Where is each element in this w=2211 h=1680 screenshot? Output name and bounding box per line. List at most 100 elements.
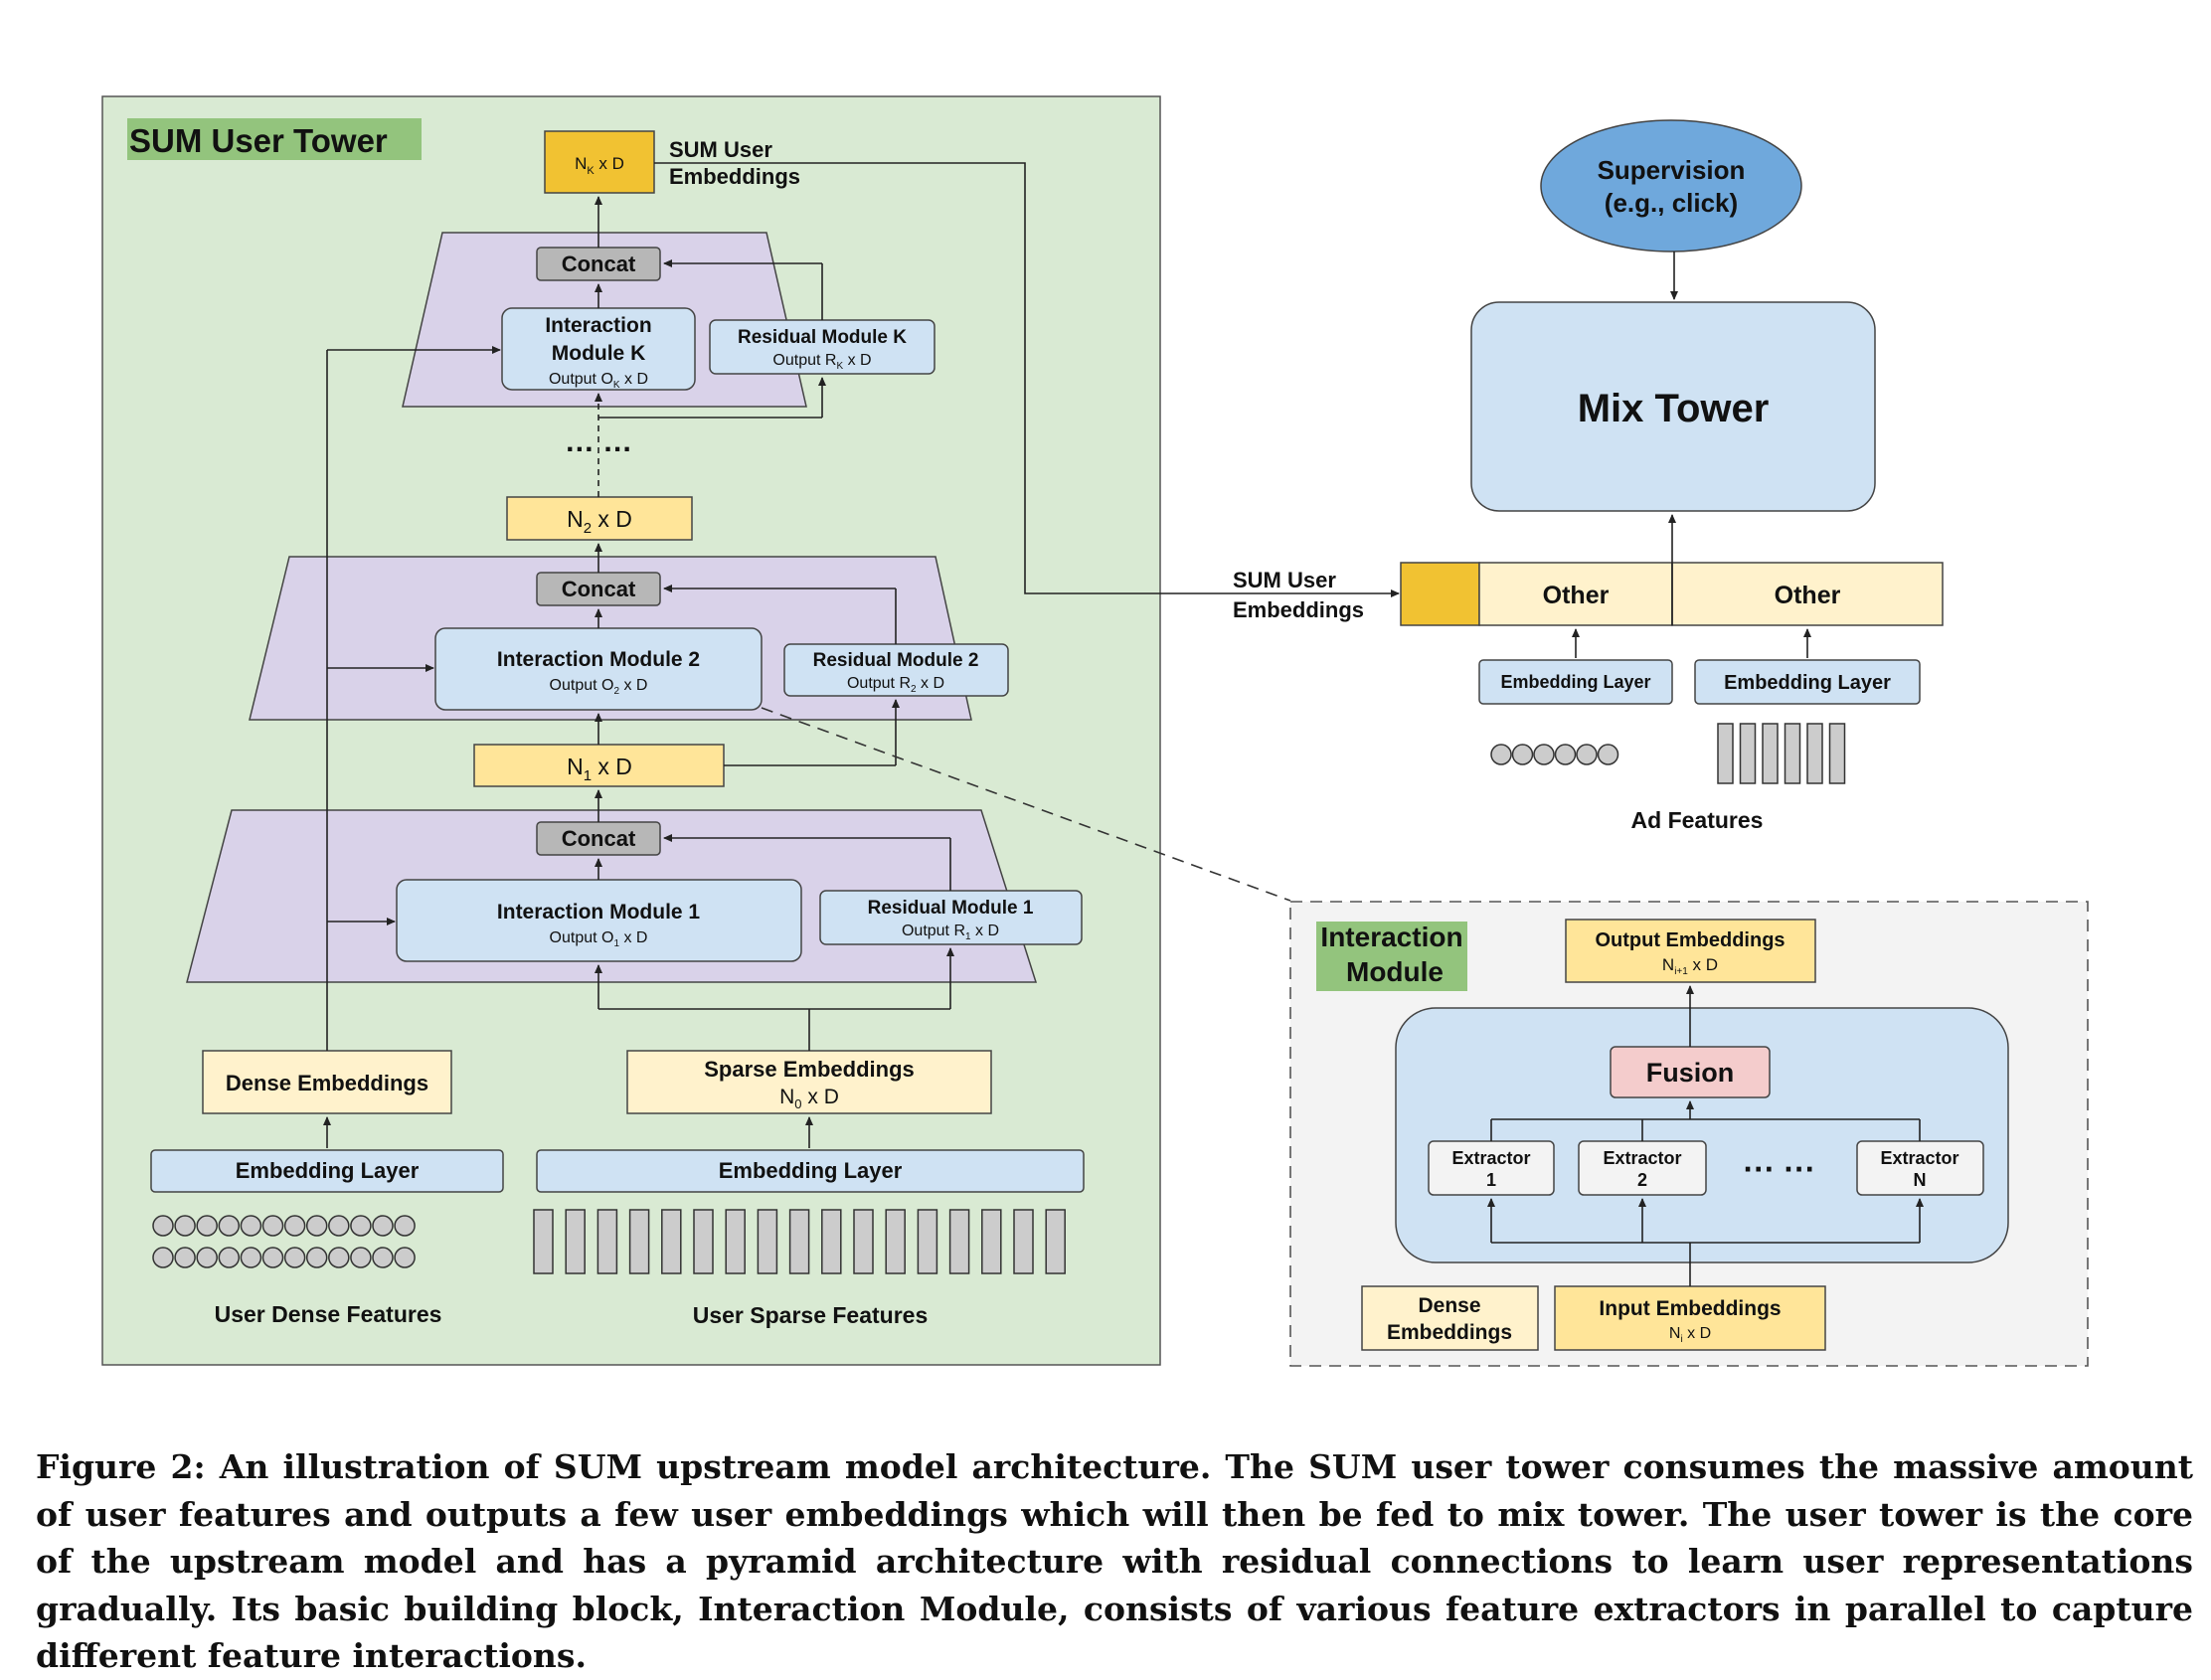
sum-embeddings-label-line2: Embeddings xyxy=(1233,597,1364,622)
feature-bar xyxy=(885,1209,906,1274)
feature-bar xyxy=(628,1209,650,1274)
output-label-line2: Embeddings xyxy=(669,164,800,189)
n2-label: N2 x D xyxy=(567,506,632,537)
other-slot-2 xyxy=(1671,562,1944,626)
feature-circle xyxy=(174,1247,196,1268)
feature-circle xyxy=(152,1215,174,1237)
extractor-2-line1: Extractor xyxy=(1603,1148,1681,1168)
im-title-line1: Interaction xyxy=(1320,922,1462,952)
supervision-line2: (e.g., click) xyxy=(1605,188,1738,218)
feature-circle xyxy=(196,1215,218,1237)
user-tower-title-highlight xyxy=(127,118,422,160)
feature-bar xyxy=(948,1209,970,1274)
user-tower-connectors xyxy=(323,162,1400,1148)
feature-bar xyxy=(1013,1209,1034,1274)
feature-bar xyxy=(1828,723,1846,784)
feature-circle xyxy=(152,1247,174,1268)
residual-module-2-title: Residual Module 2 xyxy=(813,650,979,671)
interaction-module-k-line1: Interaction xyxy=(545,314,651,337)
feature-bar xyxy=(1717,723,1734,784)
ad-feature-bars xyxy=(1717,723,1846,784)
concat-k-label: Concat xyxy=(562,252,636,276)
im-output-dims: Ni+1 x D xyxy=(1662,955,1718,977)
feature-bar xyxy=(917,1209,938,1274)
feature-bar xyxy=(821,1209,842,1274)
user-dense-features-label: User Dense Features xyxy=(215,1301,442,1327)
im-output-embeddings xyxy=(1565,919,1816,983)
extractor-dots: ··· ··· xyxy=(1744,1151,1816,1187)
feature-circle xyxy=(218,1215,241,1237)
feature-circle xyxy=(261,1215,284,1237)
extractor-1-line1: Extractor xyxy=(1451,1148,1530,1168)
feature-circle xyxy=(350,1247,372,1268)
sparse-embeddings-title: Sparse Embeddings xyxy=(704,1057,915,1082)
feature-bar xyxy=(661,1209,682,1274)
extractor-1-line2: 1 xyxy=(1486,1170,1496,1190)
feature-circle xyxy=(240,1247,262,1268)
n1-label: N1 x D xyxy=(567,754,632,784)
fusion-label: Fusion xyxy=(1646,1058,1735,1088)
dense-embeddings-label: Dense Embeddings xyxy=(226,1071,428,1095)
extractor-2-line2: 2 xyxy=(1637,1170,1647,1190)
feature-circle xyxy=(1511,744,1534,765)
feature-bar xyxy=(757,1209,778,1274)
extractor-n-line1: Extractor xyxy=(1880,1148,1958,1168)
mix-tower-label: Mix Tower xyxy=(1578,387,1770,430)
feature-circle xyxy=(261,1247,284,1268)
residual-module-1-title: Residual Module 1 xyxy=(868,898,1034,919)
feature-circle xyxy=(174,1215,196,1237)
sparse-embedding-layer-label: Embedding Layer xyxy=(719,1158,903,1183)
zoom-connector xyxy=(761,707,1291,902)
output-label-line1: SUM User xyxy=(669,137,772,162)
im-output-title: Output Embeddings xyxy=(1595,929,1785,951)
feature-bar xyxy=(981,1209,1002,1274)
feature-circle xyxy=(1554,744,1577,765)
ad-embedding-layer-1-label: Embedding Layer xyxy=(1500,672,1650,692)
ad-embedding-layer-2-label: Embedding Layer xyxy=(1724,672,1891,694)
figure-caption: Figure 2: An illustration of SUM upstrea… xyxy=(36,1447,2193,1675)
sum-embedding-slot xyxy=(1400,562,1480,626)
interaction-module-1-title: Interaction Module 1 xyxy=(497,901,701,924)
feature-bar xyxy=(1739,723,1757,784)
feature-circle xyxy=(218,1247,241,1268)
supervision-node xyxy=(1540,119,1802,252)
residual-module-k-title: Residual Module K xyxy=(738,327,907,348)
residual-module-2-output: Output R2 x D xyxy=(847,675,944,695)
interaction-module-2-output: Output O2 x D xyxy=(550,677,648,697)
feature-circle xyxy=(1597,744,1619,765)
sparse-embeddings-dims: N0 x D xyxy=(779,1086,839,1111)
feature-circle xyxy=(283,1247,306,1268)
feature-bar xyxy=(1045,1209,1066,1274)
feature-circle xyxy=(305,1247,328,1268)
concat-2-label: Concat xyxy=(562,577,636,601)
feature-circle xyxy=(305,1215,328,1237)
sparse-embedding-layer xyxy=(536,1149,1085,1193)
ad-embedding-layer-1 xyxy=(1478,659,1673,705)
user-sparse-features-label: User Sparse Features xyxy=(693,1302,929,1328)
user-sparse-feature-bars xyxy=(533,1209,1066,1274)
feature-bar xyxy=(565,1209,586,1274)
feature-circle xyxy=(372,1215,394,1237)
user-tower-title: SUM User Tower xyxy=(129,122,388,159)
feature-bar xyxy=(596,1209,618,1274)
feature-bar xyxy=(725,1209,746,1274)
n2-box xyxy=(506,496,693,541)
dense-embedding-layer xyxy=(150,1149,504,1193)
im-dense-line1: Dense xyxy=(1418,1294,1480,1317)
user-dense-feature-circles xyxy=(152,1215,416,1268)
interaction-module-k-output: Output OK x D xyxy=(549,371,648,391)
feature-bar xyxy=(853,1209,874,1274)
im-title-highlight xyxy=(1316,922,1467,991)
im-title-line2: Module xyxy=(1346,956,1444,987)
im-input-embeddings xyxy=(1554,1285,1826,1351)
sparse-embeddings-box xyxy=(626,1050,992,1114)
ad-features-label: Ad Features xyxy=(1631,807,1764,833)
feature-bar xyxy=(788,1209,810,1274)
residual-module-k-output: Output RK x D xyxy=(772,352,871,372)
other-slot-1 xyxy=(1478,562,1673,626)
ad-embedding-layer-2 xyxy=(1694,659,1921,705)
im-input-dims: Ni x D xyxy=(1669,1325,1711,1345)
dense-embedding-layer-label: Embedding Layer xyxy=(236,1158,420,1183)
feature-circle xyxy=(1576,744,1598,765)
feature-bar xyxy=(1806,723,1823,784)
